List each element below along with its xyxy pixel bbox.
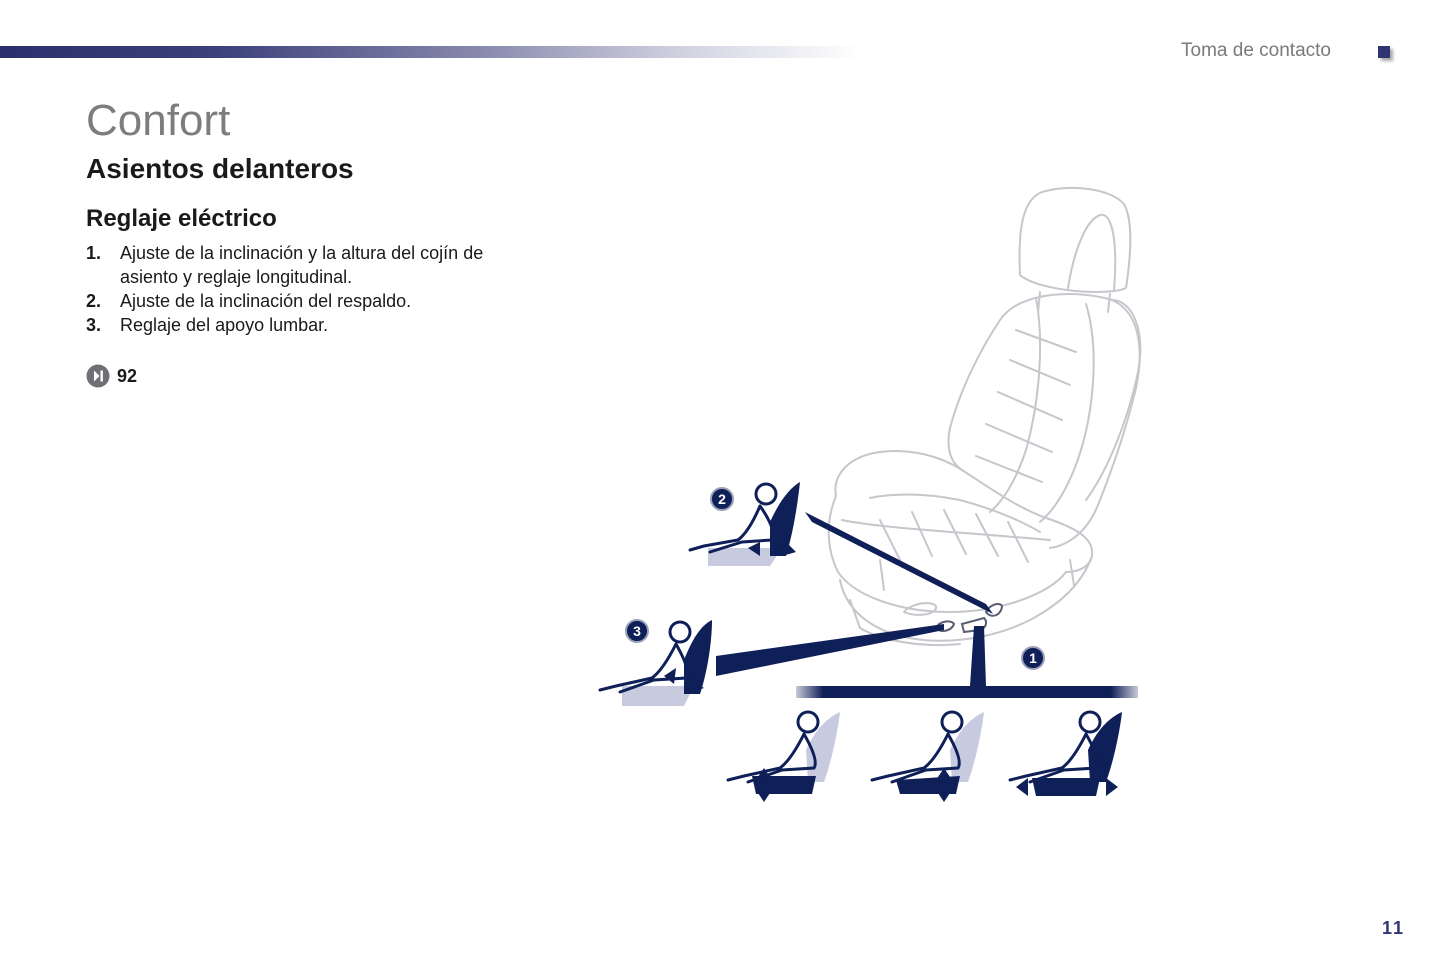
callout-number-2: 2	[718, 491, 726, 507]
lumbar-icon	[598, 620, 712, 706]
list-item: 2. Ajuste de la inclinación del respaldo…	[86, 289, 506, 313]
item-number: 3.	[86, 315, 102, 335]
group-title: Reglaje eléctrico	[86, 205, 277, 232]
item-text: Ajuste de la inclinación del respaldo.	[120, 291, 412, 311]
cushion-height-icon	[726, 710, 840, 802]
seat-outline	[827, 187, 1142, 647]
adjustment-bar	[796, 686, 1138, 698]
list-item: 1. Ajuste de la inclinación y la altura …	[86, 241, 506, 289]
page-title: Confort	[86, 96, 231, 145]
leader-line-2	[805, 512, 993, 614]
page-reference-icon	[86, 364, 110, 388]
subsection-title: Asientos delanteros	[86, 153, 354, 184]
seat-controls	[934, 603, 1004, 634]
steps-list: 1. Ajuste de la inclinación y la altura …	[86, 241, 506, 337]
callout-badge-1: 1	[1021, 646, 1045, 670]
section-title: Toma de contacto	[1181, 40, 1331, 61]
callout-badge-3: 3	[625, 619, 649, 643]
item-text: Ajuste de la inclinación y la altura del…	[120, 243, 484, 287]
callout-number-1: 1	[1029, 650, 1037, 666]
longitudinal-icon	[1008, 710, 1122, 796]
page-reference-link[interactable]: 92	[86, 364, 137, 388]
section-marker	[1378, 46, 1390, 58]
item-text: Reglaje del apoyo lumbar.	[120, 315, 329, 335]
cushion-tilt-icon	[870, 710, 984, 802]
callout-badge-2: 2	[710, 487, 734, 511]
page-reference-number: 92	[117, 365, 138, 386]
header-gradient-bar	[0, 46, 860, 58]
list-item: 3. Reglaje del apoyo lumbar.	[86, 313, 506, 337]
item-number: 2.	[86, 291, 102, 311]
callout-number-3: 3	[633, 623, 641, 639]
page-number: 11	[1382, 918, 1406, 938]
leader-line-3	[716, 624, 944, 676]
item-number: 1.	[86, 243, 102, 263]
leader-line-1	[970, 626, 986, 686]
recline-icon	[688, 482, 800, 566]
